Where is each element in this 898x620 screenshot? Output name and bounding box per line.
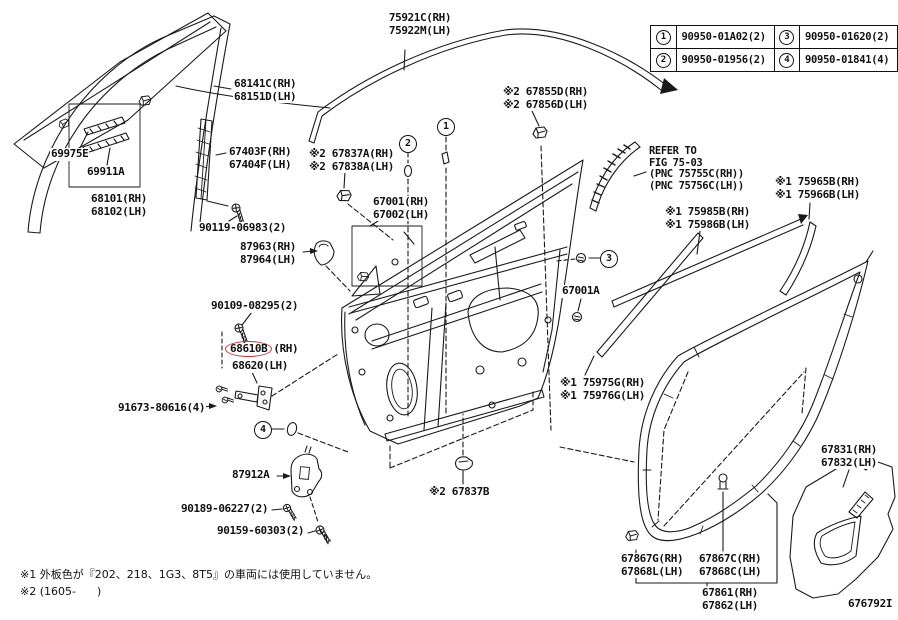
callout-leader-lines — [271, 136, 601, 453]
part-label-67831[interactable]: 67831(RH) 67832(LH) — [820, 443, 879, 469]
roof-drip-molding-drawing — [308, 28, 678, 144]
fastener-callout-1[interactable]: 1 — [650, 25, 677, 49]
part-label-67837b[interactable]: ※2 67837B — [428, 485, 491, 499]
part-label-67855d[interactable]: ※2 67855D(RH) ※2 67856D(LH) — [502, 85, 589, 111]
fastener-part-3[interactable]: 90950-01620(2) — [799, 25, 898, 49]
part-label-90109-08295[interactable]: 90109-08295(2) — [210, 299, 300, 313]
part-label-67867g[interactable]: 67867G(RH) 67868L(LH) — [620, 552, 685, 578]
part-label-67861[interactable]: 67861(RH) 67862(LH) — [700, 586, 760, 612]
door-check-drawing — [195, 353, 339, 411]
part-label-67867c[interactable]: 67867C(RH) 67868C(LH) — [698, 552, 763, 578]
hinge-87912-drawing — [276, 445, 331, 541]
cover-87963-drawing — [302, 240, 351, 292]
footnote-2: ※2 (1605- ) — [20, 585, 102, 598]
door-panel-drawing — [341, 159, 584, 445]
part-label-68610b-highlighted[interactable]: 68610B(RH) — [224, 341, 300, 357]
rocker-molding-drawing — [384, 389, 545, 469]
table-row: 2 90950-01956(2) 4 90950-01841(4) — [650, 48, 898, 72]
clip-67837b-drawing — [455, 413, 473, 485]
fastener-part-2[interactable]: 90950-01956(2) — [675, 48, 775, 72]
fastener-part-1[interactable]: 90950-01A02(2) — [675, 25, 775, 49]
pillar-tape-drawing — [589, 141, 647, 212]
part-label-67837a[interactable]: ※2 67837A(RH) ※2 67838A(LH) — [308, 147, 395, 173]
diagram-callout-3[interactable]: 3 — [600, 250, 618, 268]
table-row: 1 90950-01A02(2) 3 90950-01620(2) — [650, 25, 898, 49]
part-label-68620[interactable]: 68620(LH) — [231, 359, 290, 373]
part-label-90189-06227[interactable]: 90189-06227(2) — [180, 502, 270, 516]
part-label-67403f[interactable]: 67403F(RH) 67404F(LH) — [228, 145, 293, 171]
rear-pillar-molding-drawing — [779, 202, 817, 296]
part-label-68101[interactable]: 68101(RH) 68102(LH) — [90, 192, 149, 218]
part-label-75921c[interactable]: 75921C(RH) 75922M(LH) — [387, 11, 453, 37]
trim-panel-drawing — [789, 460, 896, 599]
figure-code: 676792I — [848, 597, 893, 610]
callout-number-badge: 3 — [779, 29, 795, 45]
part-label-75965b[interactable]: ※1 75965B(RH) ※1 75966B(LH) — [774, 175, 861, 201]
part-label-91673-80616[interactable]: 91673-80616(4) — [117, 401, 207, 415]
diagram-callout-4[interactable]: 4 — [254, 421, 272, 439]
part-label-75975g[interactable]: ※1 75975G(RH) ※1 75976G(LH) — [559, 376, 646, 402]
fastener-callout-2[interactable]: 2 — [650, 48, 677, 72]
callout-number-badge: 4 — [779, 52, 795, 68]
part-label-87963[interactable]: 87963(RH) 87964(LH) — [239, 240, 298, 266]
selected-part-highlight: 68610B — [225, 341, 273, 357]
part-label-87912a[interactable]: 87912A — [231, 468, 271, 482]
fastener-callout-4[interactable]: 4 — [773, 48, 800, 72]
weatherstrip-loop-drawing — [559, 250, 874, 542]
front-pillar-molding-drawing — [584, 232, 704, 376]
part-label-90119-06983[interactable]: 90119-06983(2) — [198, 221, 288, 235]
part-label-90159-60303[interactable]: 90159-60303(2) — [216, 524, 306, 538]
part-label-68141c[interactable]: 68141C(RH) 68151D(LH) — [233, 77, 298, 103]
rear-glass-channel-drawing — [194, 118, 229, 207]
callout-number-badge: 1 — [655, 29, 671, 45]
fastener-reference-table: 1 90950-01A02(2) 3 90950-01620(2) 2 9095… — [650, 25, 898, 72]
part-label-69975e[interactable]: 69975E — [50, 147, 90, 161]
part-label-67001a[interactable]: 67001A — [561, 284, 601, 298]
footnote-1: ※1 外板色が『202、218、1G3、8T5』の車両には使用していません。 — [20, 568, 378, 581]
callout-number-badge: 2 — [655, 52, 671, 68]
part-label-69911a[interactable]: 69911A — [86, 165, 126, 179]
fastener-part-4[interactable]: 90950-01841(4) — [799, 48, 898, 72]
glass-stopper-strips-drawing — [68, 103, 141, 188]
diagram-callout-1[interactable]: 1 — [437, 118, 455, 136]
part-label-67001[interactable]: 67001(RH) 67002(LH) — [372, 195, 431, 221]
fastener-callout-3[interactable]: 3 — [773, 25, 800, 49]
diagram-callout-2[interactable]: 2 — [399, 135, 417, 153]
part-label-75985b[interactable]: ※1 75985B(RH) ※1 75986B(LH) — [664, 205, 751, 231]
refer-note-fig75-03: REFER TO FIG 75-03 (PNC 75755C(RH)) (PNC… — [648, 145, 745, 192]
